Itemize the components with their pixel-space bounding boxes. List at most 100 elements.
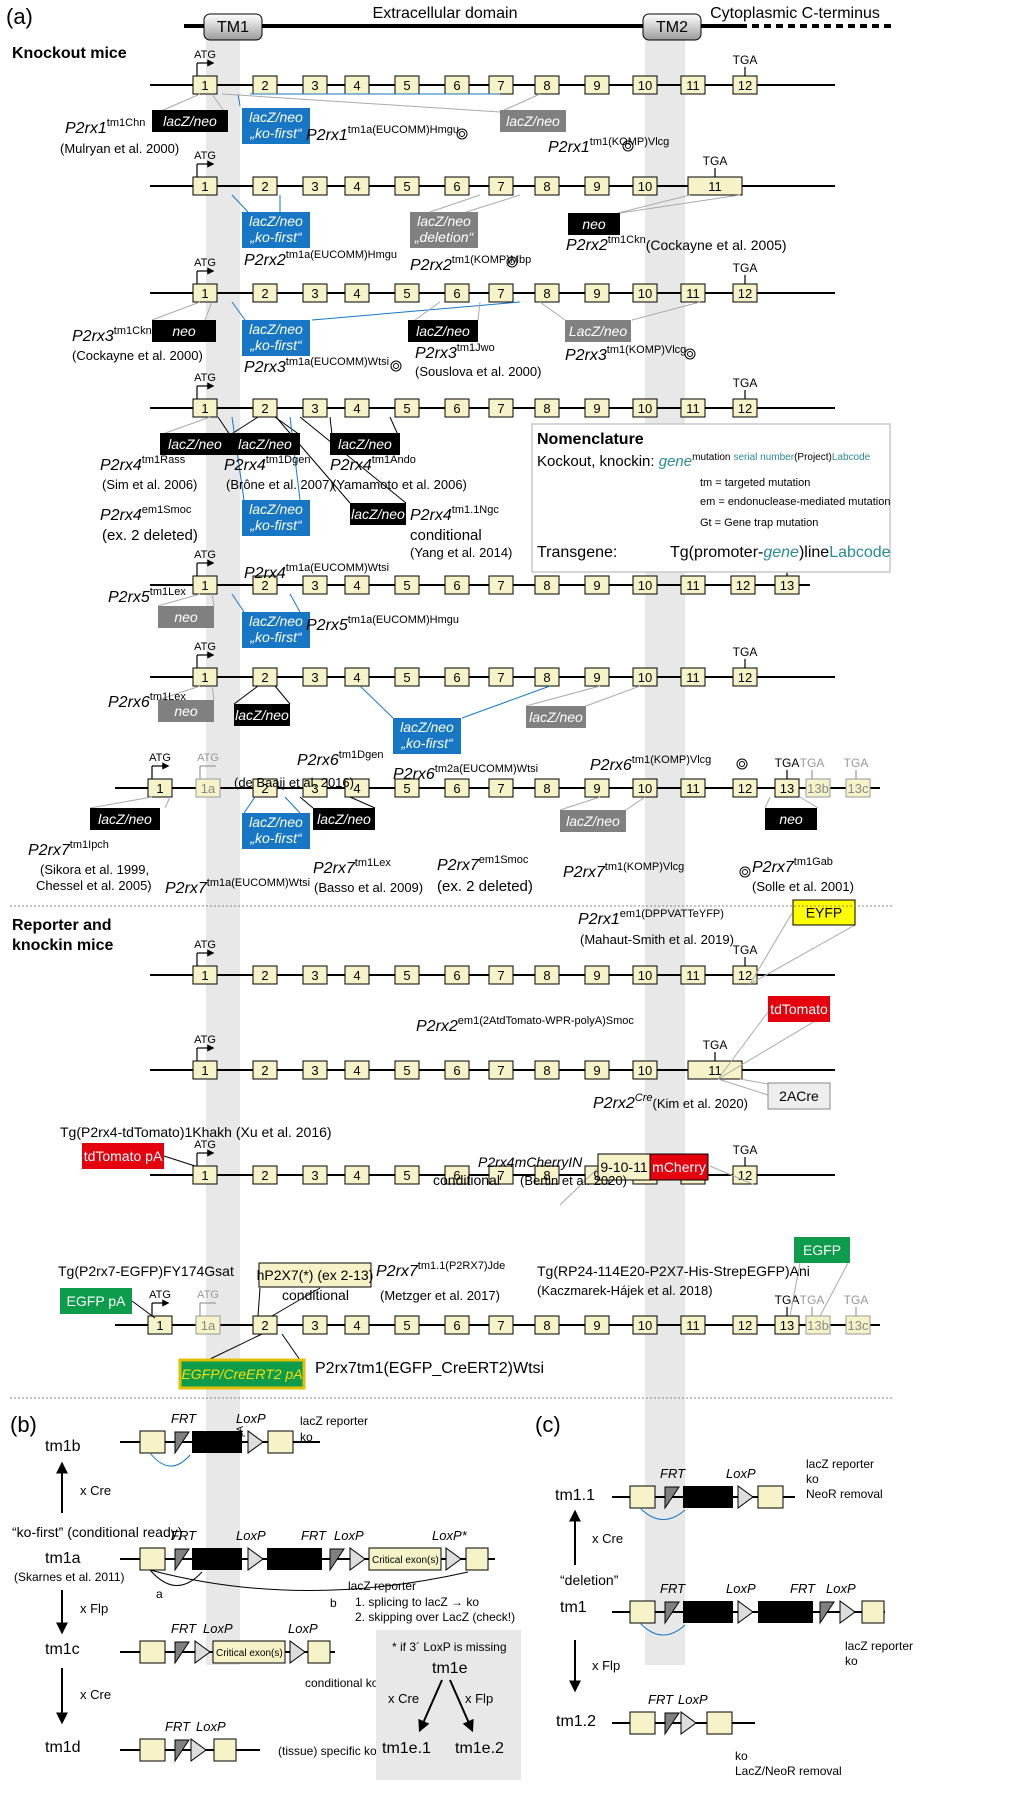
p2rx3-komp-lacz-neo (565, 320, 631, 342)
svg-text:8: 8 (543, 286, 550, 301)
tg-rp24: Tg(RP24-114E20-P2X7-His-StrepEGFP)Ani (537, 1263, 810, 1279)
svg-text:„ko-first“: „ko-first“ (249, 337, 303, 353)
svg-text:„ko-first“: „ko-first“ (249, 125, 303, 141)
svg-text:8: 8 (543, 1063, 550, 1078)
svg-text:7: 7 (497, 968, 504, 983)
ref-de-baaij: (de Baaij et al. 2016) (234, 775, 354, 790)
svg-text:P2rx1tm1(KOMP)Vlcg: P2rx1tm1(KOMP)Vlcg (548, 136, 669, 156)
allele-p2rx3-ckn: P2rx3 (72, 328, 114, 345)
exon-7 (488, 176, 514, 196)
exon-10 (632, 575, 658, 595)
exon-2 (252, 778, 278, 798)
svg-text:12: 12 (738, 781, 752, 796)
p2rx2-deletion (410, 212, 478, 248)
svg-text:11: 11 (686, 781, 700, 796)
svg-text:ATG: ATG (194, 641, 216, 653)
svg-text:8: 8 (543, 968, 550, 983)
svg-text:4: 4 (353, 578, 360, 593)
p2rx4-mcherry-conditional: conditional (433, 1172, 500, 1188)
svg-text:TGA: TGA (733, 1143, 758, 1157)
svg-text:ATG: ATG (194, 939, 216, 951)
svg-text:3: 3 (311, 286, 318, 301)
exon-4 (344, 575, 370, 595)
svg-text:11: 11 (686, 401, 700, 416)
exon-8 (534, 575, 560, 595)
svg-text:P2rx1tm1a(EUCOMM)Hmgu: P2rx1tm1a(EUCOMM)Hmgu (306, 124, 459, 144)
exon-5 (394, 1060, 420, 1080)
exon-9 (584, 283, 610, 303)
svg-text:P2rx7tm1Lex: P2rx7tm1Lex (313, 857, 391, 877)
exon-4 (344, 176, 370, 196)
svg-text:ATG: ATG (149, 752, 171, 764)
nomenclature-title: Nomenclature (537, 431, 644, 448)
svg-text:neo: neo (174, 609, 198, 625)
svg-text:„deletion“: „deletion“ (414, 229, 475, 245)
svg-text:LoxP: LoxP (196, 1719, 226, 1734)
exon-1 (192, 575, 218, 595)
svg-text:TGA: TGA (775, 1293, 800, 1307)
reporter-p2rx1-em: P2rx1 (578, 911, 620, 928)
p2rx6-ko-first (393, 718, 461, 754)
svg-text:2: 2 (261, 286, 268, 301)
allele-p2rx3-komp: P2rx3 (565, 347, 607, 364)
svg-text:P2rx2tm1Ckn(Cockayne et al. 20: P2rx2tm1Ckn(Cockayne et al. 2005) (566, 234, 787, 254)
p2rx1-komp-lacz-neo (500, 110, 566, 132)
exon-5 (394, 965, 420, 985)
svg-text:10: 10 (638, 401, 652, 416)
svg-text:LoxP*: LoxP* (432, 1528, 468, 1543)
svg-text:lacZ/neo: lacZ/neo (163, 113, 217, 129)
svg-text:2: 2 (261, 401, 268, 416)
svg-text:9: 9 (593, 1168, 600, 1183)
svg-text:tm1e.1: tm1e.1 (382, 1740, 431, 1757)
p2rx7-lex-lacz-neo (313, 808, 375, 830)
exon-2 (252, 965, 278, 985)
exon-1 (192, 1165, 218, 1185)
exon-6 (444, 778, 470, 798)
svg-text:LoxP: LoxP (334, 1528, 364, 1543)
svg-text:ATG: ATG (194, 150, 216, 162)
svg-text:9: 9 (593, 670, 600, 685)
svg-text:TGA: TGA (733, 53, 758, 67)
svg-text:11: 11 (708, 1063, 722, 1078)
svg-text:LacZ/NeoR removal: LacZ/NeoR removal (735, 1764, 842, 1778)
ref-sikora: (Sikora et al. 1999, (40, 862, 149, 877)
ko-first-label: “ko-first” (conditional ready) (12, 1524, 182, 1540)
svg-text:11: 11 (686, 578, 700, 593)
exon-13c (845, 1315, 871, 1335)
svg-text:7: 7 (497, 781, 504, 796)
exon-8 (534, 398, 560, 418)
svg-text:10: 10 (638, 578, 652, 593)
svg-text:5: 5 (403, 1168, 410, 1183)
allele-p2rx1-komp: P2rx1 (548, 139, 590, 156)
svg-text:TGA: TGA (775, 756, 800, 770)
transgene-label: Transgene: (537, 544, 617, 561)
svg-text:2: 2 (261, 781, 268, 796)
allele-p2rx4-eucomm: P2rx4 (244, 565, 286, 582)
svg-text:10: 10 (638, 1318, 652, 1333)
allele-p2rx6-eucomm: P2rx6 (393, 766, 435, 783)
exon-11 (680, 778, 706, 798)
svg-text:lacZ: lacZ (200, 1553, 225, 1568)
exon-2 (252, 176, 278, 196)
exon-4 (344, 283, 370, 303)
svg-text:13b: 13b (807, 781, 829, 796)
note-ex2-deleted: (ex. 2 deleted) (102, 527, 198, 544)
svg-text:2. skipping over LacZ (check!): 2. skipping over LacZ (check!) (355, 1610, 515, 1624)
exon-11 (680, 1315, 706, 1335)
svg-text:4: 4 (353, 968, 360, 983)
svg-text:lacZ: lacZ (689, 1491, 714, 1506)
allele-p2rx7-smoc: P2rx7 (437, 857, 480, 874)
deletion-label: “deletion” (560, 1572, 619, 1588)
svg-text:5: 5 (403, 401, 410, 416)
svg-text:neo: neo (172, 323, 196, 339)
exon-3 (302, 575, 328, 595)
svg-text:FRT: FRT (171, 1528, 197, 1543)
exon-4 (344, 1315, 370, 1335)
svg-text:6: 6 (453, 179, 460, 194)
svg-text:11: 11 (686, 968, 700, 983)
hp2x7-box (258, 1262, 372, 1288)
svg-text:lacZ reporter: lacZ reporter (845, 1639, 913, 1653)
svg-text:„ko-first“: „ko-first“ (249, 517, 303, 533)
allele-p2rx2-eucomm: P2rx2 (244, 252, 286, 269)
